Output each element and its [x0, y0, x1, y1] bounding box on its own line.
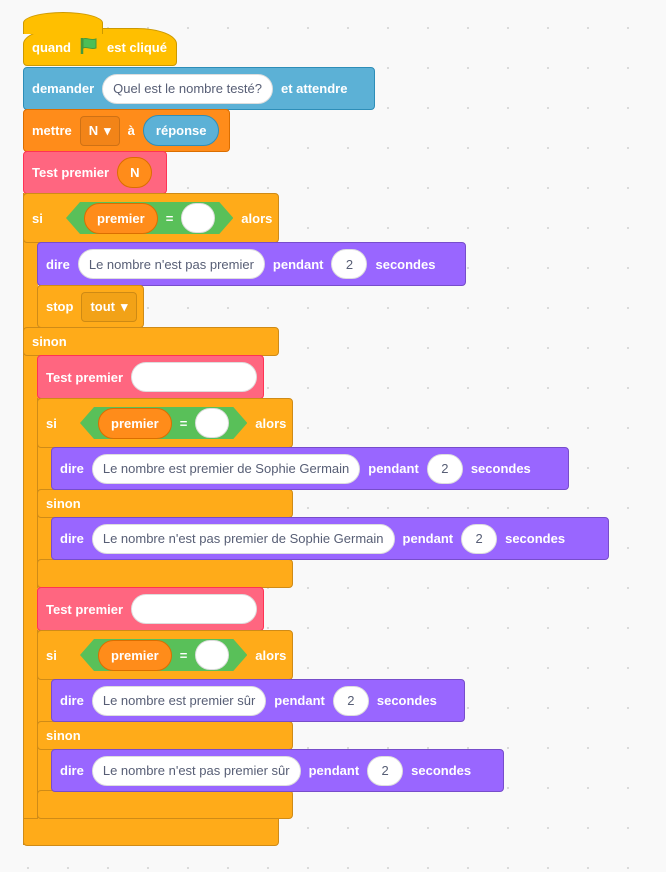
seconds-label: secondes: [411, 763, 472, 778]
message-input[interactable]: Le nombre n'est pas premier: [77, 249, 265, 279]
test-label: Test premier: [32, 165, 110, 180]
then-label: alors: [255, 415, 287, 431]
sinon-label: sinon: [46, 496, 81, 511]
if-else-block[interactable]: si premier = alors: [37, 630, 293, 680]
sinon-label: sinon: [46, 728, 81, 743]
value-input[interactable]: [181, 203, 215, 233]
arg-input[interactable]: [131, 362, 258, 392]
seconds-input[interactable]: 2: [331, 249, 368, 279]
say-label: dire: [60, 763, 84, 778]
hat-cap: [23, 12, 103, 34]
green-flag-icon: [79, 36, 99, 59]
seconds-input[interactable]: 2: [426, 453, 463, 484]
hat-label: est cliqué: [107, 39, 167, 55]
then-label: alors: [255, 647, 287, 663]
say-for-secs-block[interactable]: dire Le nombre n'est pas premier pendant…: [37, 242, 466, 286]
seconds-label: secondes: [505, 531, 566, 546]
say-label: dire: [60, 693, 84, 708]
message-input[interactable]: Le nombre n'est pas premier sûr: [91, 755, 301, 786]
if-label: si: [46, 647, 57, 663]
premier-reporter[interactable]: premier: [84, 203, 158, 234]
say-for-secs-block[interactable]: dire Le nombre n'est pas premier de Soph…: [51, 517, 609, 560]
equals-operator[interactable]: premier =: [66, 202, 233, 234]
stop-option: tout: [90, 298, 115, 314]
for-label: pendant: [402, 531, 454, 546]
ask-label: demander: [32, 81, 95, 96]
if1-arm: [23, 193, 38, 845]
chevron-down-icon: ▾: [121, 298, 128, 314]
seconds-input[interactable]: 2: [332, 685, 369, 716]
arg-input[interactable]: [131, 594, 258, 624]
seconds-input[interactable]: 2: [461, 523, 498, 554]
value-input[interactable]: [195, 408, 229, 438]
if3-bottom: [37, 790, 293, 819]
test-premier-block[interactable]: Test premier: [37, 587, 264, 631]
set-label: à: [127, 123, 135, 138]
variable-dropdown[interactable]: N▾: [79, 115, 120, 146]
answer-reporter[interactable]: réponse: [142, 115, 220, 146]
test-label: Test premier: [46, 601, 124, 617]
seconds-label: secondes: [470, 461, 531, 476]
test-label: Test premier: [46, 369, 124, 385]
if1-bottom: [23, 818, 279, 846]
for-label: pendant: [274, 693, 325, 708]
for-label: pendant: [272, 256, 324, 272]
hat-label: quand: [32, 39, 71, 55]
set-variable-block[interactable]: mettre N▾ à réponse: [23, 109, 230, 152]
stop-dropdown[interactable]: tout ▾: [81, 291, 137, 322]
stop-block[interactable]: stop tout ▾: [37, 285, 144, 328]
variable-name: N: [88, 122, 99, 138]
when-flag-clicked-block[interactable]: quand est cliqué: [23, 28, 177, 66]
sinon-label: sinon: [32, 334, 67, 349]
for-label: pendant: [368, 461, 419, 476]
if-label: si: [46, 415, 57, 431]
say-label: dire: [46, 256, 70, 272]
n-reporter[interactable]: N: [117, 157, 153, 188]
ask-and-wait-block[interactable]: demander Quel est le nombre testé? et at…: [23, 67, 375, 110]
if2-sinon-bar: sinon: [37, 489, 293, 518]
test-premier-block[interactable]: Test premier: [37, 355, 264, 399]
say-for-secs-block[interactable]: dire Le nombre est premier de Sophie Ger…: [51, 447, 569, 490]
say-for-secs-block[interactable]: dire Le nombre est premier sûr pendant 2…: [51, 679, 465, 722]
if-else-block[interactable]: si premier = alors: [23, 193, 279, 243]
message-input[interactable]: Le nombre est premier de Sophie Germain: [91, 453, 361, 484]
value-input[interactable]: [195, 640, 229, 670]
if2-bottom: [37, 559, 293, 588]
equals-operator[interactable]: premier =: [80, 639, 247, 671]
equals-sign: =: [165, 210, 174, 226]
seconds-input[interactable]: 2: [367, 755, 404, 786]
test-premier-block[interactable]: Test premier N: [23, 151, 167, 194]
if3-sinon-bar: sinon: [37, 721, 293, 750]
message-input[interactable]: Le nombre n'est pas premier de Sophie Ge…: [91, 523, 395, 554]
seconds-label: secondes: [376, 693, 437, 708]
for-label: pendant: [308, 763, 360, 778]
set-label: mettre: [32, 123, 72, 138]
say-label: dire: [60, 531, 84, 546]
equals-operator[interactable]: premier =: [80, 407, 247, 439]
chevron-down-icon: ▾: [104, 122, 111, 138]
stop-label: stop: [46, 299, 74, 314]
if-label: si: [32, 210, 43, 226]
ask-label: et attendre: [281, 81, 348, 96]
if-else-block[interactable]: si premier = alors: [37, 398, 293, 448]
say-for-secs-block[interactable]: dire Le nombre n'est pas premier sûr pen…: [51, 749, 504, 792]
if1-sinon-bar: sinon: [23, 327, 279, 356]
then-label: alors: [241, 210, 273, 226]
premier-reporter[interactable]: premier: [98, 408, 172, 439]
say-label: dire: [60, 461, 84, 476]
premier-reporter[interactable]: premier: [98, 640, 172, 671]
message-input[interactable]: Le nombre est premier sûr: [91, 685, 267, 716]
equals-sign: =: [179, 415, 188, 431]
seconds-label: secondes: [375, 256, 436, 272]
equals-sign: =: [179, 647, 188, 663]
question-input[interactable]: Quel est le nombre testé?: [102, 73, 273, 104]
